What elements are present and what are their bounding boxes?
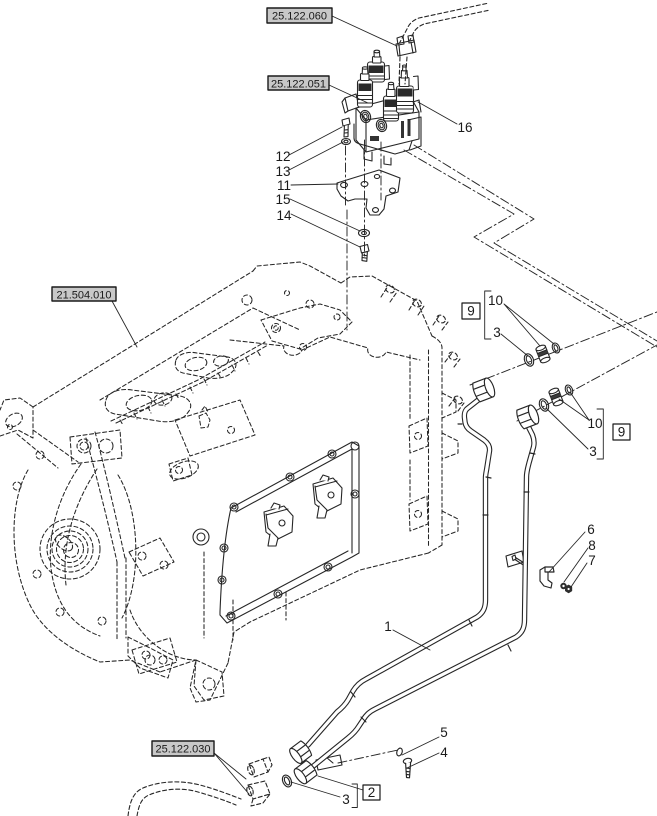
svg-text:7: 7 bbox=[588, 553, 596, 568]
svg-text:9: 9 bbox=[467, 304, 475, 319]
svg-text:6: 6 bbox=[587, 522, 595, 537]
svg-text:9: 9 bbox=[618, 425, 626, 440]
svg-text:25.122.030: 25.122.030 bbox=[155, 744, 210, 756]
svg-text:16: 16 bbox=[457, 120, 472, 135]
svg-text:3: 3 bbox=[589, 444, 597, 459]
svg-text:3: 3 bbox=[342, 792, 350, 807]
svg-text:14: 14 bbox=[276, 208, 292, 223]
svg-text:2: 2 bbox=[368, 785, 376, 800]
svg-text:3: 3 bbox=[493, 325, 501, 340]
svg-text:25.122.051: 25.122.051 bbox=[271, 78, 326, 90]
svg-text:4: 4 bbox=[440, 745, 448, 760]
svg-text:12: 12 bbox=[275, 149, 290, 164]
svg-text:10: 10 bbox=[488, 293, 503, 308]
svg-text:11: 11 bbox=[277, 178, 291, 193]
svg-text:8: 8 bbox=[588, 538, 596, 553]
svg-text:15: 15 bbox=[275, 192, 290, 207]
svg-text:25.122.060: 25.122.060 bbox=[272, 11, 327, 23]
svg-text:21.504.010: 21.504.010 bbox=[56, 289, 111, 301]
svg-text:13: 13 bbox=[275, 164, 290, 179]
svg-text:1: 1 bbox=[384, 619, 392, 634]
svg-text:5: 5 bbox=[440, 725, 448, 740]
svg-text:10: 10 bbox=[587, 416, 602, 431]
